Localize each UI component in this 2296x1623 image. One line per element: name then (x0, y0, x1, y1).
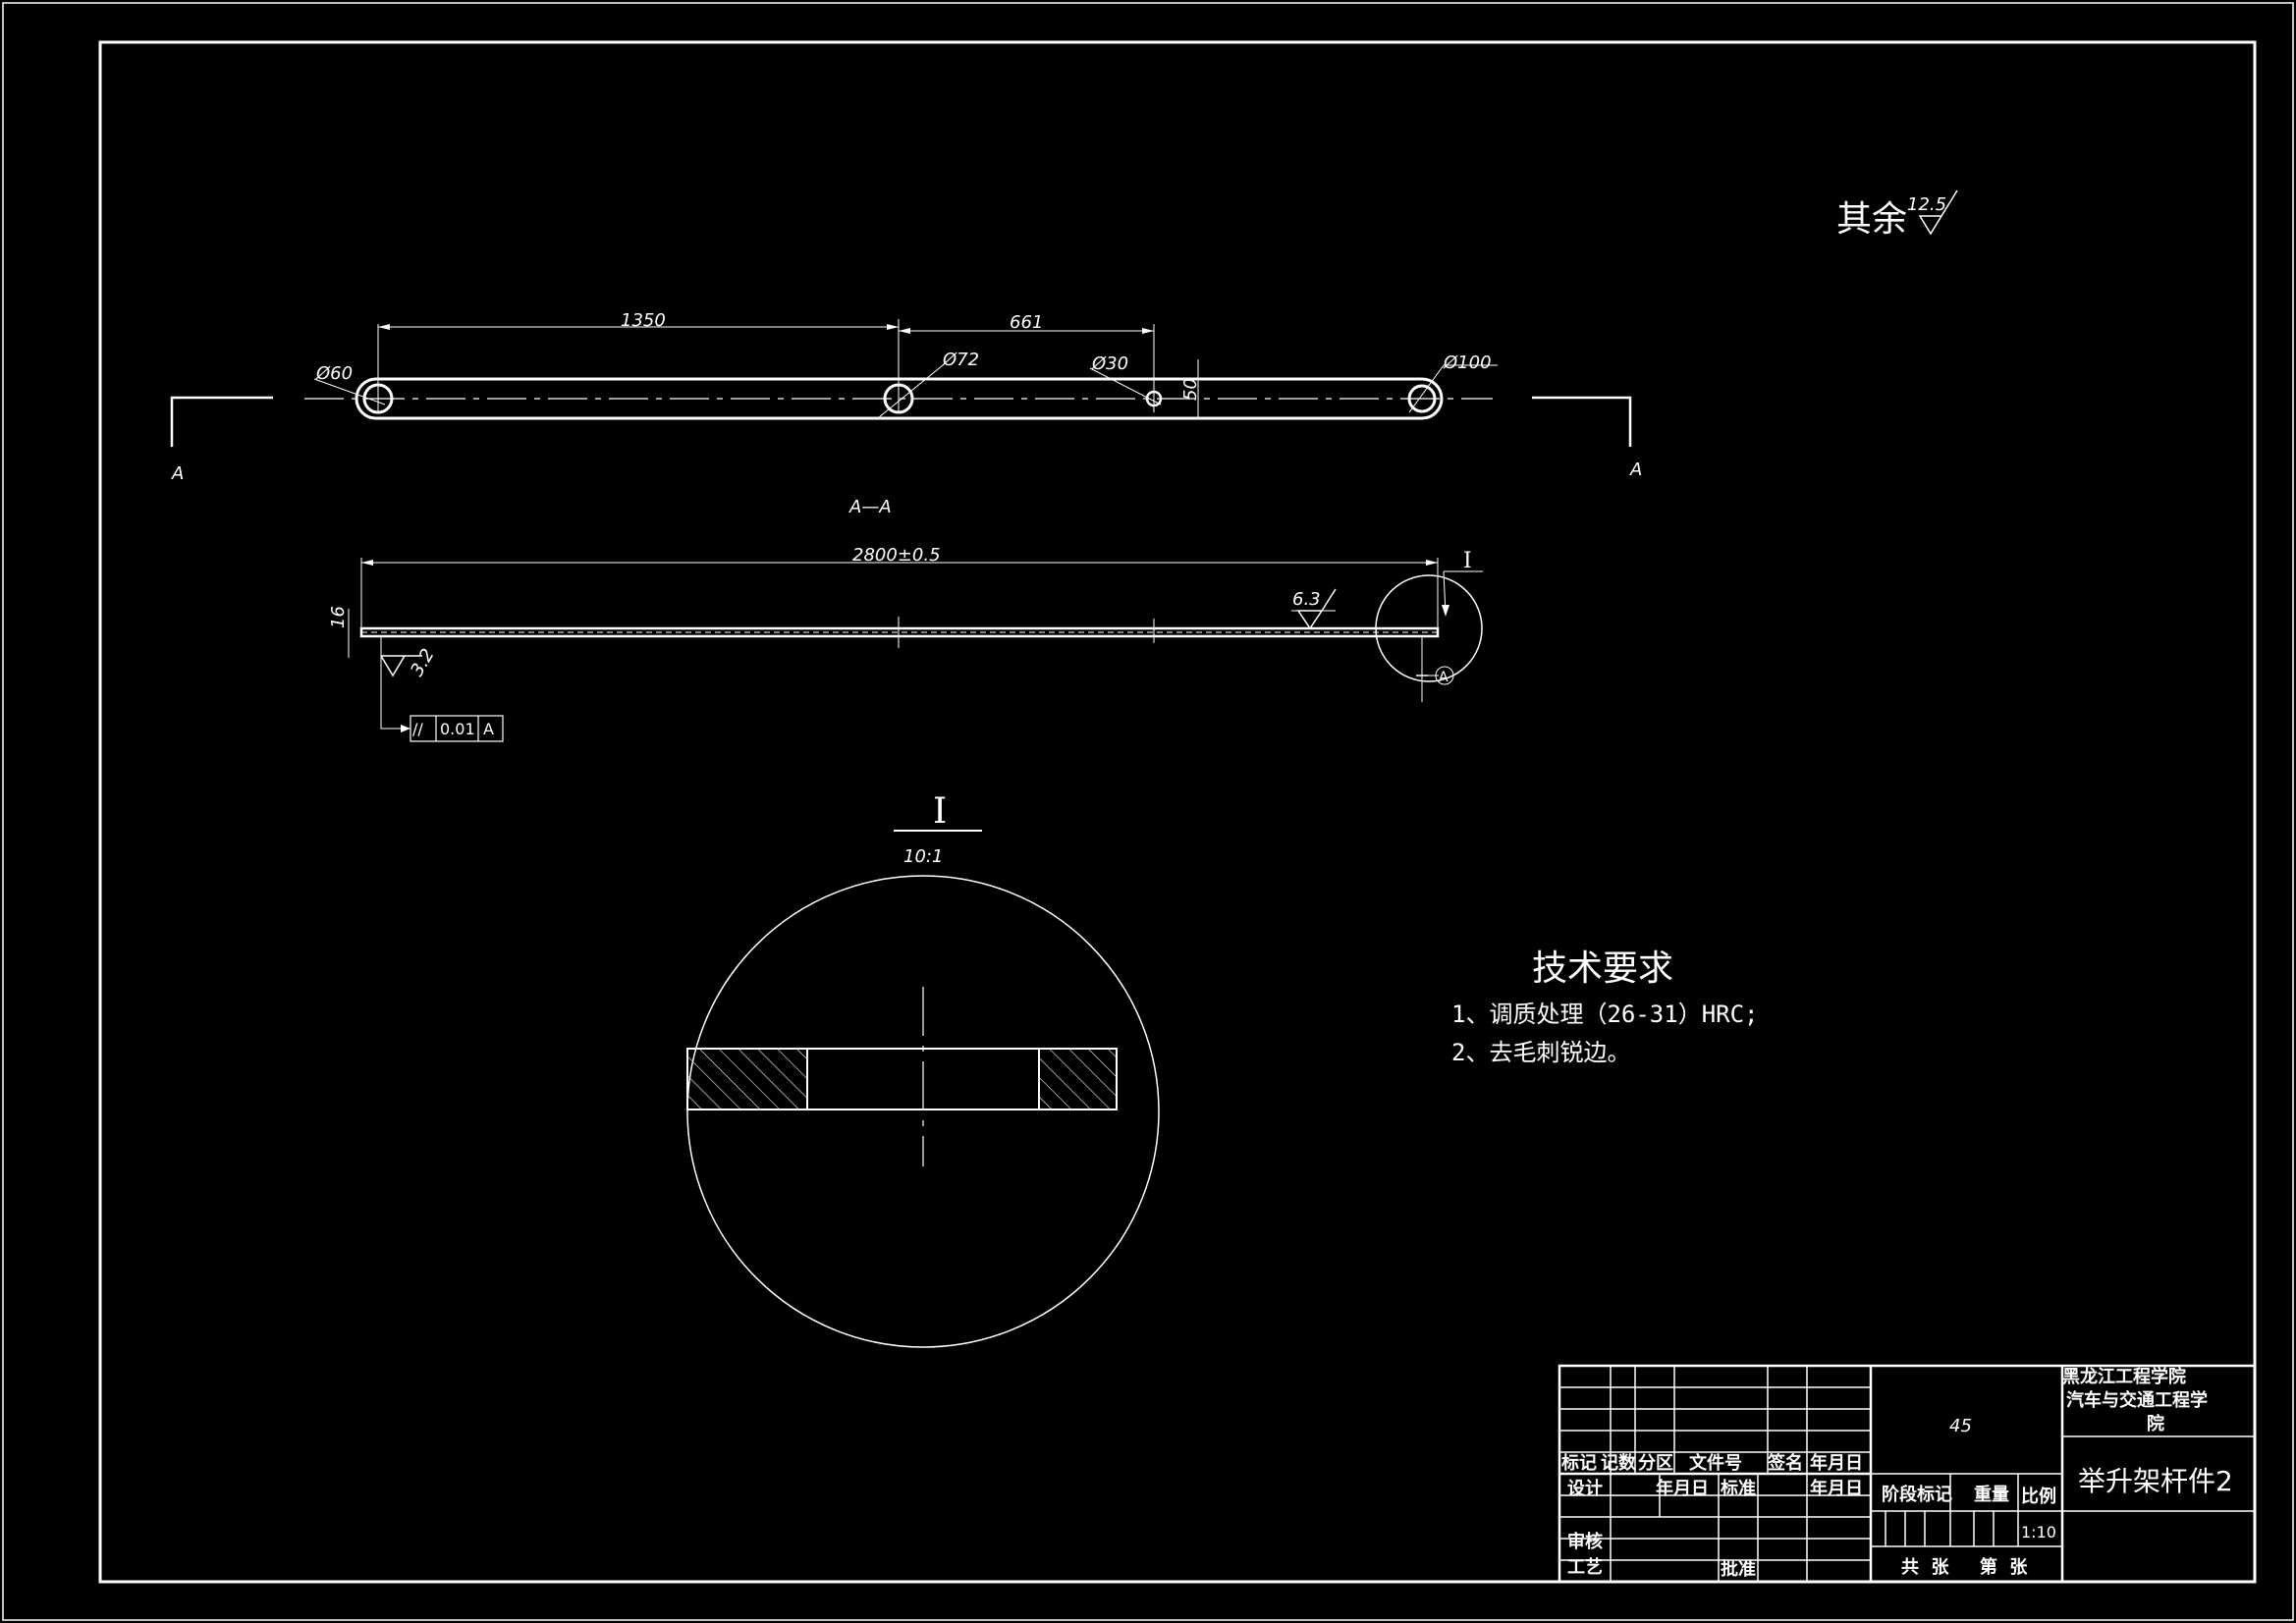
surface-finish-label: 其余 (1836, 199, 1907, 240)
roughness-3-2: 3.2 (407, 645, 439, 679)
row-std-date: 年月日 (1810, 1478, 1863, 1499)
title-block (1558, 1364, 2257, 1584)
school-line-3: 院 (2147, 1413, 2164, 1434)
section-view (348, 558, 1483, 742)
dim-661: 661 (1010, 312, 1043, 333)
label-hole-60: Ø60 (315, 363, 353, 384)
detail-ref-I: I (1463, 549, 1472, 573)
hdr-doc: 文件号 (1689, 1452, 1742, 1474)
label-hole-100: Ø100 (1443, 352, 1492, 373)
hdr-zone: 分区 (1638, 1453, 1673, 1474)
tol-value: 0.01 (440, 720, 475, 738)
tol-symbol: // (412, 720, 423, 738)
dim-thickness-50: 50 (1180, 378, 1201, 401)
tech-req-item-2: 2、去毛刺锐边。 (1451, 1039, 1630, 1066)
ratio: 比例 (2021, 1486, 2056, 1507)
part-name: 举升架杆件2 (2078, 1465, 2233, 1497)
row-design-date: 年月日 (1656, 1478, 1709, 1499)
row-design: 设计 (1567, 1478, 1603, 1499)
detail-label: I (933, 791, 947, 832)
inner-border (98, 40, 2257, 1584)
section-title: A—A (848, 497, 892, 517)
detail-scale: 10:1 (903, 846, 943, 867)
school-line-2: 汽车与交通工程学 (2066, 1389, 2208, 1411)
sheet-count: 共 张 第 张 (1901, 1556, 2028, 1578)
hdr-mark: 标记 (1560, 1452, 1597, 1474)
label-hole-72: Ø72 (942, 350, 979, 370)
surface-finish-value: 12.5 (1907, 194, 1946, 215)
hdr-sign: 签名 (1767, 1452, 1803, 1474)
label-hole-30: Ø30 (1091, 353, 1128, 374)
hdr-count: 记数 (1601, 1452, 1637, 1474)
dim-height-16: 16 (328, 606, 349, 628)
dim-1350: 1350 (621, 310, 666, 331)
weight: 重量 (1974, 1484, 2009, 1505)
section-mark-right: A (1629, 460, 1642, 480)
tech-req-title: 技术要求 (1532, 948, 1673, 989)
surface-finish-note: 其余 12.5 (1836, 189, 1958, 240)
plan-view (170, 319, 1632, 447)
hdr-date: 年月日 (1810, 1452, 1863, 1474)
school-line-1: 黑龙江工程学院 (2062, 1366, 2186, 1387)
detail-view (686, 875, 1160, 1348)
process: 工艺 (1567, 1556, 1603, 1578)
stage-mark: 阶段标记 (1882, 1484, 1952, 1505)
roughness-6-3: 6.3 (1292, 589, 1321, 610)
scale-value: 1:10 (2021, 1523, 2056, 1542)
section-mark-left: A (171, 463, 184, 484)
row-std: 标准 (1720, 1478, 1756, 1499)
approve: 批准 (1721, 1558, 1756, 1580)
tech-req-item-1: 1、调质处理（26-31）HRC; (1451, 1001, 1759, 1028)
datum-A: A (1439, 670, 1449, 685)
tol-datum: A (483, 720, 494, 738)
hole-100 (1407, 384, 1437, 413)
review: 审核 (1567, 1531, 1603, 1552)
material: 45 (1949, 1416, 1972, 1436)
dim-2800: 2800±0.5 (852, 545, 941, 566)
